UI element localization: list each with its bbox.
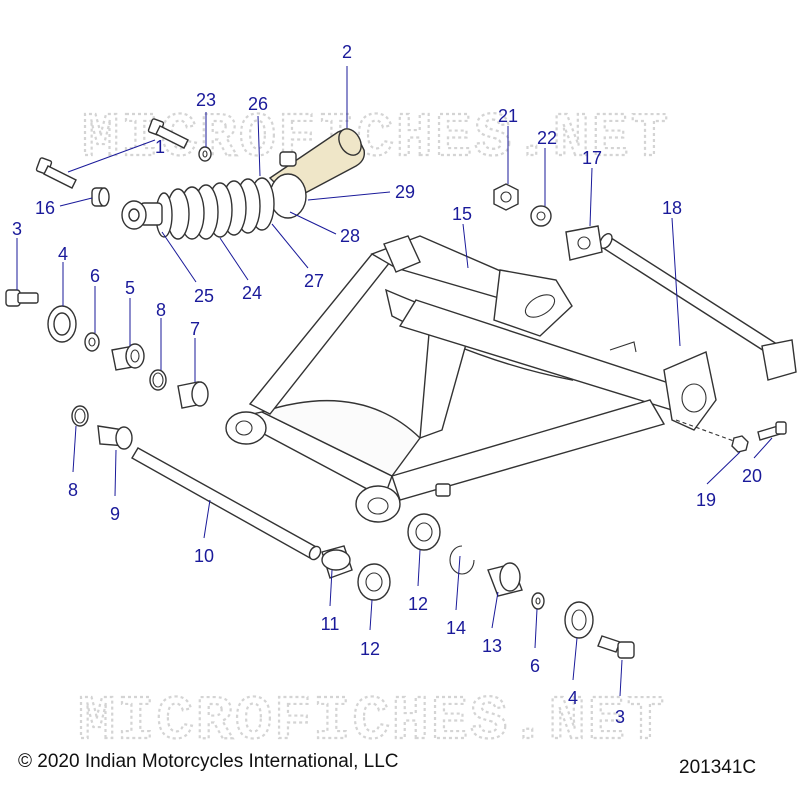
washer-23[interactable] xyxy=(198,146,212,162)
shock-head xyxy=(269,173,307,219)
copyright-notice: © 2020 Indian Motorcycles International,… xyxy=(18,751,399,772)
bolt-20[interactable] xyxy=(757,421,787,441)
callout-10[interactable]: 10 xyxy=(194,546,214,566)
callout-19[interactable]: 19 xyxy=(696,490,716,510)
callout-8-upper[interactable]: 8 xyxy=(156,300,166,320)
shock-absorber[interactable] xyxy=(121,125,366,240)
leader-lines xyxy=(16,66,773,697)
axle-18[interactable] xyxy=(598,232,797,381)
callout-16[interactable]: 16 xyxy=(35,198,55,218)
callout-4-right[interactable]: 4 xyxy=(568,688,578,708)
reservoir-cap xyxy=(338,128,362,156)
callout-4-left[interactable]: 4 xyxy=(58,244,68,264)
bushing-11[interactable] xyxy=(321,545,353,579)
callout-24[interactable]: 24 xyxy=(242,283,262,303)
callout-17[interactable]: 17 xyxy=(582,148,602,168)
bearing-12-upper[interactable] xyxy=(407,513,441,551)
watermark-bottom: MICROFICHES.NET xyxy=(78,686,666,757)
callout-21[interactable]: 21 xyxy=(498,106,518,126)
callout-5[interactable]: 5 xyxy=(125,278,135,298)
callout-13[interactable]: 13 xyxy=(482,636,502,656)
callout-7[interactable]: 7 xyxy=(190,319,200,339)
callout-3-left[interactable]: 3 xyxy=(12,219,22,239)
bolt-3-left[interactable] xyxy=(5,289,39,307)
callout-15[interactable]: 15 xyxy=(452,204,472,224)
callout-9[interactable]: 9 xyxy=(110,504,120,524)
pivot-shaft-10[interactable] xyxy=(131,447,323,562)
callout-6-left[interactable]: 6 xyxy=(90,266,100,286)
callout-28[interactable]: 28 xyxy=(340,226,360,246)
bearing-12-lower[interactable] xyxy=(357,563,391,601)
bushing-9[interactable] xyxy=(97,425,133,450)
callout-3-right[interactable]: 3 xyxy=(615,707,625,727)
cap-4-right[interactable] xyxy=(564,601,594,639)
callout-14[interactable]: 14 xyxy=(446,618,466,638)
callout-22[interactable]: 22 xyxy=(537,128,557,148)
bushing-13[interactable] xyxy=(487,562,523,597)
washer-6-left[interactable] xyxy=(84,332,100,352)
bushing-7[interactable] xyxy=(177,381,209,409)
dash-line-19 xyxy=(675,419,743,445)
bolt-1-lower[interactable] xyxy=(35,157,77,189)
bolt-3-right[interactable] xyxy=(597,635,635,659)
callout-12-upper[interactable]: 12 xyxy=(408,594,428,614)
snap-ring-14[interactable] xyxy=(449,545,475,575)
cap-4-left[interactable] xyxy=(47,305,77,343)
callout-12-lower[interactable]: 12 xyxy=(360,639,380,659)
callout-20[interactable]: 20 xyxy=(742,466,762,486)
callout-6-right[interactable]: 6 xyxy=(530,656,540,676)
bushing-5[interactable] xyxy=(111,343,145,371)
callout-8-lower[interactable]: 8 xyxy=(68,480,78,500)
adjuster-knob xyxy=(279,151,297,167)
callout-23[interactable]: 23 xyxy=(196,90,216,110)
callouts: 2 23 26 1 16 29 28 27 24 25 3 4 6 5 8 7 … xyxy=(12,42,762,727)
callout-29[interactable]: 29 xyxy=(395,182,415,202)
swingarm-15[interactable] xyxy=(225,235,717,523)
spacer-16[interactable] xyxy=(91,187,110,207)
drawing-number: 201341C xyxy=(679,757,757,778)
callout-11[interactable]: 11 xyxy=(321,614,340,634)
callout-1[interactable]: 1 xyxy=(155,137,165,157)
callout-27[interactable]: 27 xyxy=(304,271,324,291)
nut-21[interactable] xyxy=(493,183,519,211)
callout-26[interactable]: 26 xyxy=(248,94,268,114)
callout-18[interactable]: 18 xyxy=(662,198,682,218)
adjuster-17[interactable] xyxy=(565,225,603,261)
bolt-1-upper[interactable] xyxy=(147,118,189,149)
nut-19[interactable] xyxy=(731,435,749,453)
washer-22[interactable] xyxy=(530,205,552,227)
callout-25[interactable]: 25 xyxy=(194,286,214,306)
washer-6-right[interactable] xyxy=(531,592,545,610)
callout-2[interactable]: 2 xyxy=(342,42,352,62)
shock-spring xyxy=(166,177,275,240)
